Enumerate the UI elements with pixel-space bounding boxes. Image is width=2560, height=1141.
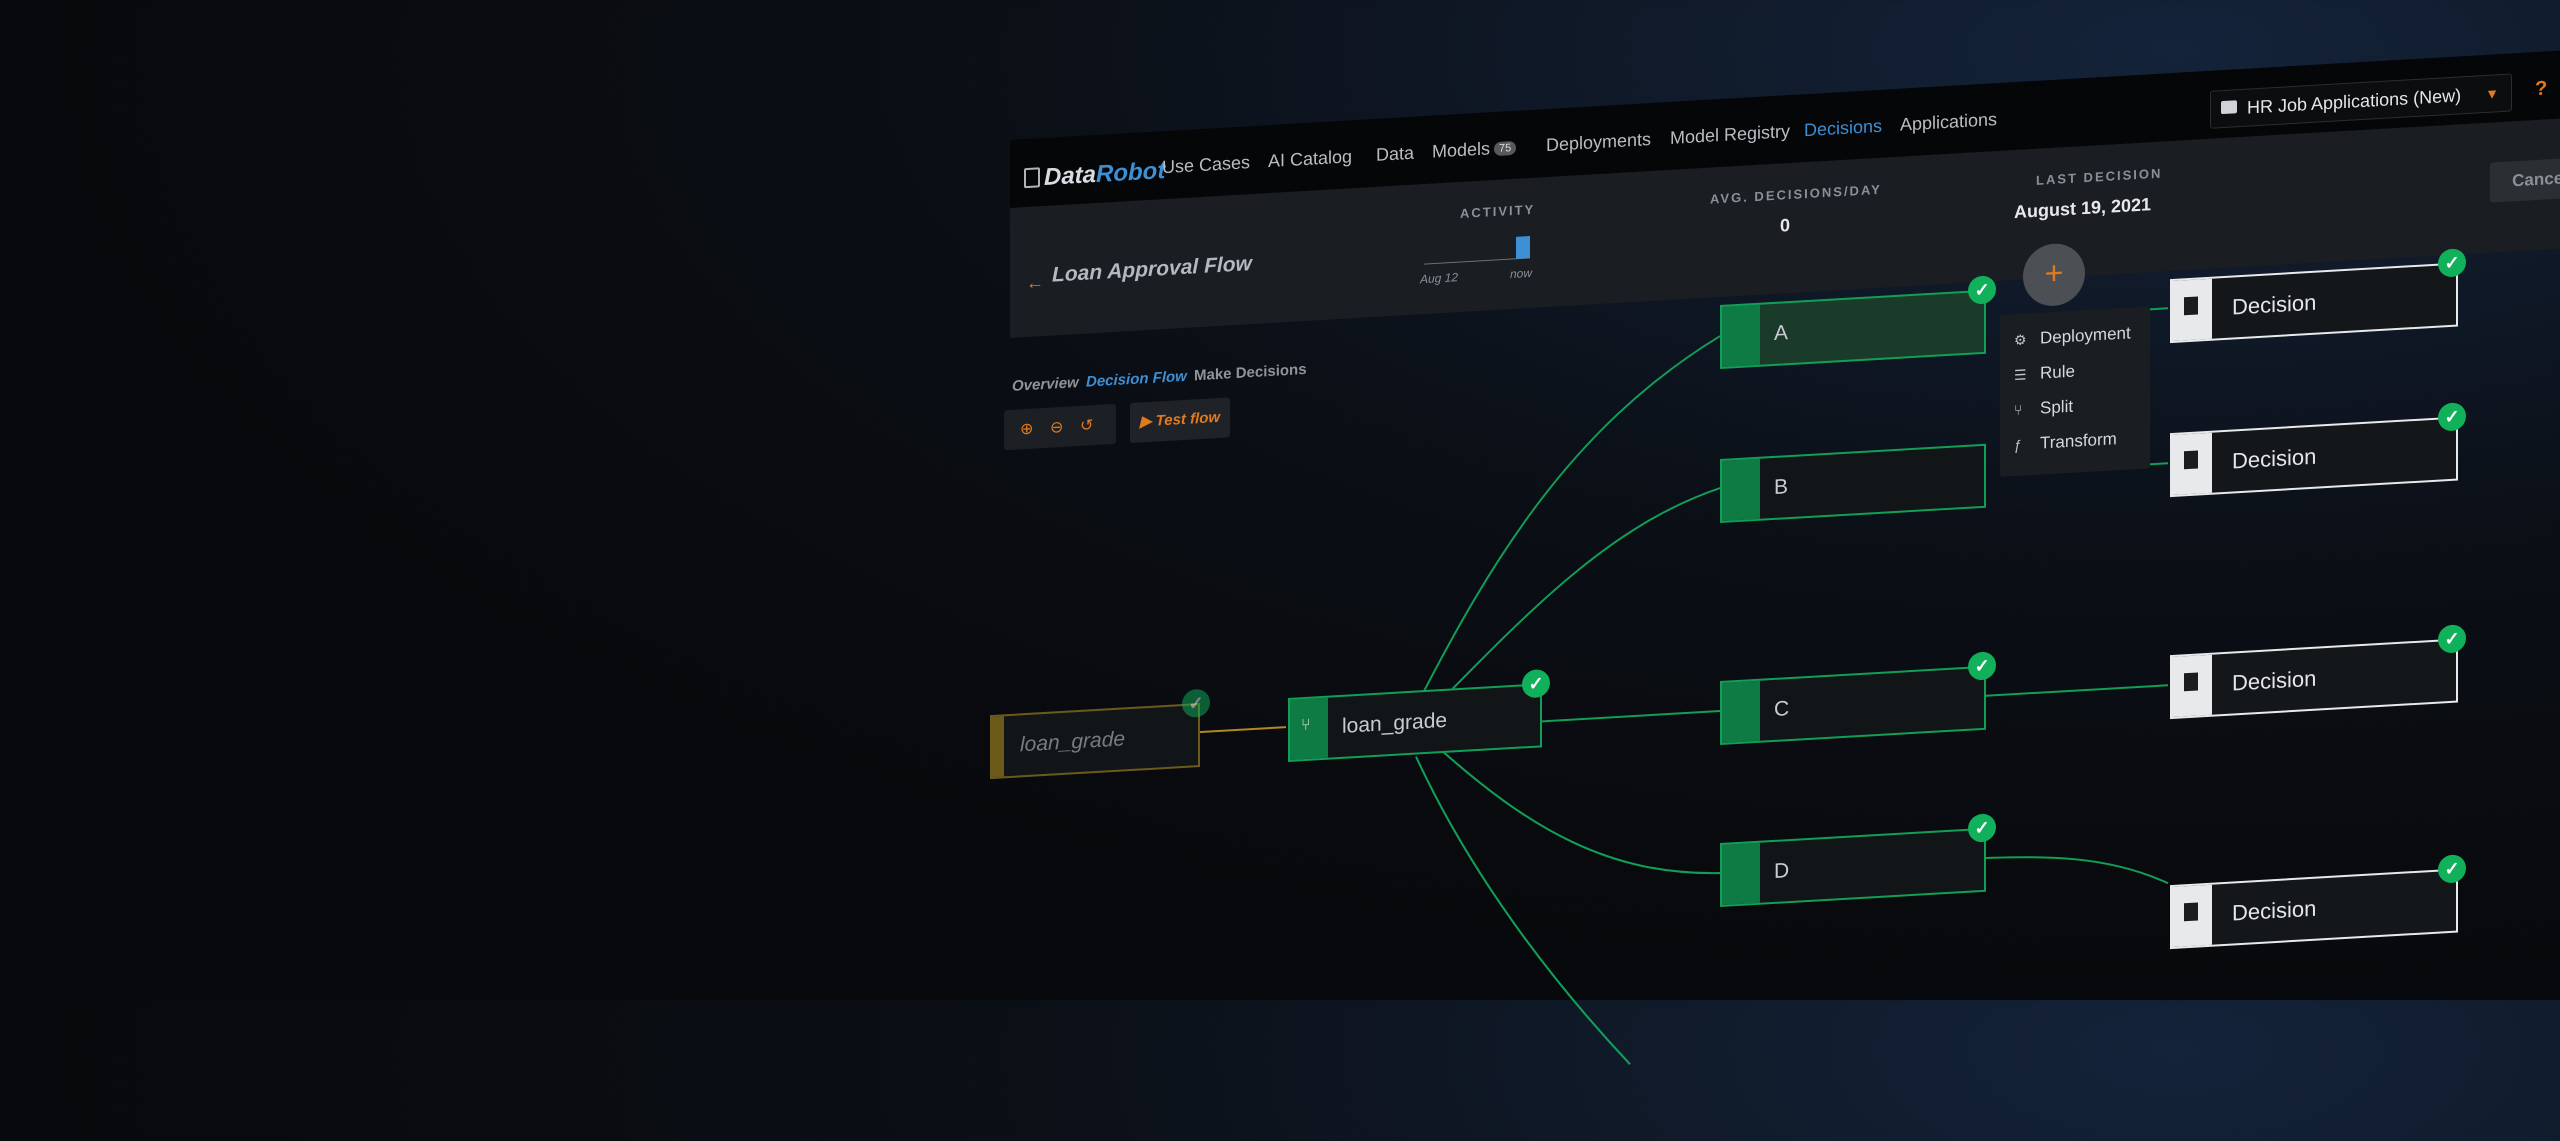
document-icon bbox=[2184, 672, 2198, 692]
document-icon bbox=[2184, 450, 2198, 470]
transform-icon: ƒ bbox=[2014, 436, 2022, 454]
decision-stripe bbox=[2172, 884, 2212, 947]
node-b-stripe bbox=[1722, 458, 1760, 521]
deployment-icon: ⚙ bbox=[2014, 331, 2027, 349]
rule-icon: ☰ bbox=[2014, 366, 2027, 384]
connector-split-b bbox=[1429, 487, 1721, 713]
decision-label: Decision bbox=[2232, 289, 2317, 320]
node-c-stripe bbox=[1722, 680, 1760, 743]
node-d-label: D bbox=[1774, 859, 1790, 883]
connector-split-e bbox=[1415, 756, 1631, 1065]
input-node-label: loan_grade bbox=[1020, 727, 1126, 757]
menu-item-deployment[interactable]: Deployment bbox=[2040, 323, 2131, 348]
node-a-stripe bbox=[1722, 304, 1760, 367]
menu-item-split[interactable]: Split bbox=[2040, 396, 2074, 418]
input-node-stripe bbox=[992, 716, 1004, 778]
add-step-menu: ⚙ Deployment ☰ Rule ⑂ Split ƒ Transform bbox=[2000, 306, 2150, 477]
activity-bar bbox=[1516, 236, 1530, 259]
node-a-label: A bbox=[1774, 321, 1789, 345]
connector-split-d bbox=[1435, 744, 1721, 875]
split-icon: ⑂ bbox=[1301, 716, 1311, 735]
connector-split-c bbox=[1540, 710, 1720, 723]
node-d-stripe bbox=[1722, 842, 1760, 905]
split-node-stripe: ⑂ bbox=[1290, 697, 1328, 760]
decision-label: Decision bbox=[2232, 665, 2317, 696]
stage: DataRobot Use Cases AI Catalog Data Mode… bbox=[990, 41, 2560, 1065]
decision-stripe bbox=[2172, 278, 2212, 341]
connector-d-decision bbox=[1955, 856, 2169, 885]
flow-connectors bbox=[1170, 307, 2169, 1065]
menu-item-rule[interactable]: Rule bbox=[2040, 361, 2075, 383]
decision-stripe bbox=[2172, 432, 2212, 495]
document-icon bbox=[2184, 902, 2198, 922]
node-b-label: B bbox=[1774, 475, 1789, 499]
node-c-label: C bbox=[1774, 697, 1790, 721]
document-icon bbox=[2184, 296, 2198, 316]
connector-split-a bbox=[1415, 335, 1721, 708]
decision-label: Decision bbox=[2232, 895, 2317, 926]
connector-c-decision bbox=[1956, 684, 2168, 699]
decision-label: Decision bbox=[2232, 443, 2317, 474]
decision-stripe bbox=[2172, 654, 2212, 717]
menu-item-transform[interactable]: Transform bbox=[2040, 429, 2117, 453]
activity-sparkline bbox=[1424, 236, 1530, 265]
input-node-loan-grade[interactable]: loan_grade bbox=[990, 703, 1200, 780]
app-window: DataRobot Use Cases AI Catalog Data Mode… bbox=[990, 41, 2560, 1140]
split-icon: ⑂ bbox=[2014, 401, 2023, 419]
flow-header: ← Loan Approval Flow ACTIVITY Aug 12 now… bbox=[1010, 109, 2560, 339]
split-node-label: loan_grade bbox=[1342, 708, 1448, 738]
